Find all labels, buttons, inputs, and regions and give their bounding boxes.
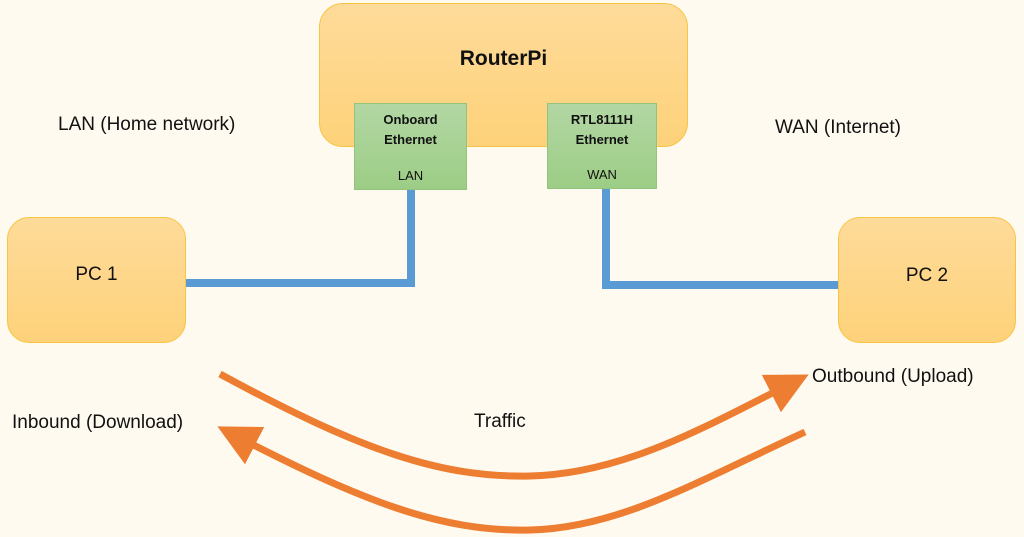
pc2-label: PC 2 (905, 265, 949, 286)
interface-onboard-name-line2: Ethernet (384, 132, 437, 147)
outbound-arrow (218, 370, 809, 480)
interface-onboard-name-line1: Onboard (383, 112, 438, 127)
lan-zone-label: LAN (Home network) (58, 114, 236, 135)
interface-rtl-name-line2: Ethernet (575, 132, 629, 147)
interface-rtl-port: WAN (587, 167, 617, 182)
inbound-label: Inbound (Download) (12, 412, 184, 433)
pc2-box: PC 2 (838, 217, 1016, 343)
traffic-label: Traffic (474, 411, 526, 432)
router-title: RouterPi (459, 47, 548, 70)
inbound-arrow (217, 426, 807, 534)
lan-cable (186, 190, 415, 287)
pc1-label: PC 1 (75, 264, 118, 285)
interface-rtl-title: RTL8111H Ethernet (571, 110, 633, 150)
interface-onboard-ethernet: Onboard Ethernet LAN (354, 103, 467, 190)
outbound-label: Outbound (Upload) (812, 366, 974, 387)
wan-cable (602, 189, 838, 289)
interface-onboard-title: Onboard Ethernet (383, 110, 437, 150)
interface-rtl-name-line1: RTL8111H (570, 112, 634, 127)
pc1-box: PC 1 (7, 217, 186, 343)
wan-zone-label: WAN (Internet) (775, 117, 901, 138)
interface-onboard-port: LAN (397, 168, 424, 183)
interface-rtl8111h-ethernet: RTL8111H Ethernet WAN (547, 103, 657, 189)
